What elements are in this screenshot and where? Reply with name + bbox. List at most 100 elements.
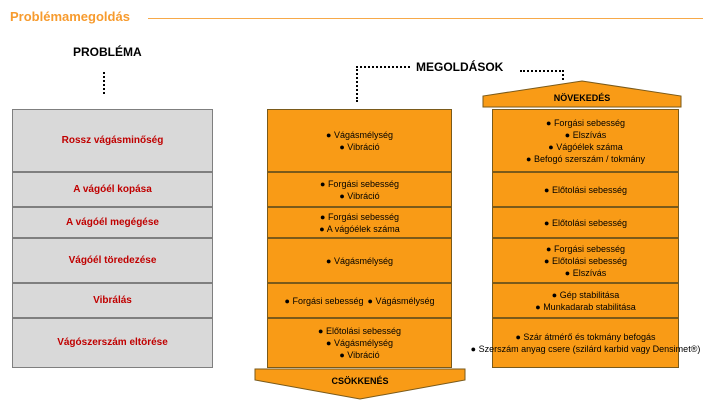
increase-cell: ● Gép stabilitása● Munkadarab stabilitás… bbox=[492, 283, 679, 318]
solution-line: ● Vágásmélység bbox=[324, 129, 395, 141]
decrease-arrow bbox=[254, 368, 466, 400]
bullet-icon: ● bbox=[326, 129, 334, 140]
solution-item: ● Előtolási sebesség bbox=[316, 325, 403, 337]
solution-line: ● Előtolási sebesség bbox=[542, 217, 629, 229]
solution-text: Szár átmérő és tokmány befogás bbox=[523, 332, 656, 342]
solution-text: Munkadarab stabilitása bbox=[543, 301, 636, 312]
solution-text: Befogó szerszám / tokmány bbox=[533, 153, 645, 164]
solution-text: Forgási sebesség bbox=[327, 178, 399, 189]
solution-item: ● Gép stabilitása bbox=[550, 289, 621, 301]
solution-item: ● Forgási sebesség bbox=[544, 243, 627, 255]
solution-item: ● Vágásmélység bbox=[366, 295, 437, 307]
increase-cell: ● Forgási sebesség● Előtolási sebesség● … bbox=[492, 238, 679, 283]
solution-text: Előtolási sebesség bbox=[551, 255, 627, 266]
bullet-icon: ● bbox=[515, 332, 524, 342]
solutions-connector-left-h bbox=[356, 66, 410, 68]
solution-text: Elszívás bbox=[572, 267, 607, 278]
page-title: Problémamegoldás bbox=[10, 9, 130, 24]
increase-cell: ● Előtolási sebesség bbox=[492, 172, 679, 207]
solution-text: A vágóélek száma bbox=[326, 223, 400, 234]
solution-line: ● Gép stabilitása bbox=[550, 289, 621, 301]
solution-item: ● Forgási sebesség bbox=[544, 117, 627, 129]
solution-line: ● Forgási sebesség bbox=[318, 211, 401, 223]
problem-row: Vibrálás bbox=[12, 283, 213, 318]
bullet-icon: ● bbox=[546, 243, 554, 254]
problem-label: Vágószerszám eltörése bbox=[57, 337, 168, 348]
title-divider bbox=[148, 18, 703, 19]
solution-item: ● Vágásmélység bbox=[324, 255, 395, 267]
solution-text: Gép stabilitása bbox=[559, 289, 620, 300]
bullet-icon: ● bbox=[326, 255, 334, 266]
solutions-connector-right-v bbox=[562, 70, 564, 80]
problem-connector bbox=[103, 72, 105, 94]
decrease-cell: ● Vágásmélység● Vibráció bbox=[267, 109, 452, 172]
solution-text: Elszívás bbox=[572, 129, 607, 140]
solution-item: ● Előtolási sebesség bbox=[542, 217, 629, 229]
solution-item: ● Vágásmélység bbox=[324, 337, 395, 349]
bullet-icon: ● bbox=[551, 289, 560, 300]
bullet-icon: ● bbox=[544, 184, 552, 195]
solution-line: ● Vibráció bbox=[337, 190, 381, 202]
solution-text: Előtolási sebesség bbox=[325, 326, 401, 336]
solution-text: Vágásmélység bbox=[333, 129, 393, 140]
solution-item: ● Szerszám anyag csere (szilárd karbid v… bbox=[469, 343, 703, 355]
problem-heading: PROBLÉMA bbox=[73, 45, 142, 59]
bullet-icon: ● bbox=[526, 153, 534, 164]
decrease-cell: ● Forgási sebesség● A vágóélek száma bbox=[267, 207, 452, 238]
solution-item: ● Munkadarab stabilitása bbox=[533, 301, 638, 313]
problem-label: A vágóél kopása bbox=[73, 183, 152, 195]
increase-cell: ● Szár átmérő és tokmány befogás● Szersz… bbox=[471, 318, 700, 368]
solution-text: Vibráció bbox=[347, 141, 380, 152]
solution-line: ● Vibráció bbox=[337, 349, 381, 361]
bullet-icon: ● bbox=[367, 295, 376, 306]
increase-cell: ● Forgási sebesség● Elszívás● Vágóélek s… bbox=[492, 109, 679, 172]
solutions-heading: MEGOLDÁSOK bbox=[416, 60, 504, 74]
solution-line: ● Előtolási sebesség bbox=[542, 255, 629, 267]
solution-line: ● Vágásmélység bbox=[324, 255, 395, 267]
problem-row: A vágóél megégése bbox=[12, 207, 213, 238]
solution-item: ● Szár átmérő és tokmány befogás bbox=[513, 331, 657, 343]
solution-text: Forgási sebesség bbox=[292, 295, 364, 306]
solution-line: ● Forgási sebesség● Vágásmélység bbox=[283, 295, 437, 307]
solution-line: ● Szerszám anyag csere (szilárd karbid v… bbox=[469, 343, 703, 355]
solution-item: ● A vágóélek száma bbox=[317, 223, 402, 235]
problem-row: Vágószerszám eltörése bbox=[12, 318, 213, 368]
solution-item: ● Vágásmélység bbox=[324, 129, 395, 141]
problem-label: Vágóél töredezése bbox=[68, 254, 157, 266]
solution-item: ● Vibráció bbox=[337, 349, 381, 361]
problem-label: Vibrálás bbox=[93, 294, 132, 306]
solution-text: Szerszám anyag csere (szilárd karbid vag… bbox=[478, 344, 701, 354]
bullet-icon: ● bbox=[544, 217, 552, 228]
solution-text: Előtolási sebesség bbox=[551, 184, 627, 195]
solution-text: Forgási sebesség bbox=[553, 243, 625, 254]
decrease-cell: ● Forgási sebesség● Vágásmélység bbox=[267, 283, 452, 318]
solution-line: ● Vágóélek száma bbox=[546, 141, 624, 153]
decrease-cell: ● Vágásmélység bbox=[267, 238, 452, 283]
bullet-icon: ● bbox=[318, 326, 326, 336]
solutions-connector-right-h bbox=[520, 70, 564, 72]
solutions-connector-left-v bbox=[356, 66, 358, 102]
solution-item: ● Befogó szerszám / tokmány bbox=[524, 153, 647, 165]
solution-line: ● Elszívás bbox=[563, 267, 608, 279]
problem-row: A vágóél kopása bbox=[12, 172, 213, 207]
bullet-icon: ● bbox=[339, 350, 348, 360]
solution-item: ● Vágóélek száma bbox=[546, 141, 624, 153]
solution-line: ● Vibráció bbox=[337, 141, 381, 153]
decrease-label: CSÖKKENÉS bbox=[331, 376, 389, 386]
solution-line: ● Forgási sebesség bbox=[318, 178, 401, 190]
solution-line: ● Forgási sebesség bbox=[544, 243, 627, 255]
solution-text: Vágásmélység bbox=[333, 338, 393, 348]
bullet-icon: ● bbox=[544, 255, 552, 266]
solution-item: ● Elszívás bbox=[563, 129, 608, 141]
solution-item: ● Vibráció bbox=[337, 141, 381, 153]
solution-item: ● Elszívás bbox=[563, 267, 608, 279]
solution-line: ● Szár átmérő és tokmány befogás bbox=[513, 331, 657, 343]
increase-label: NÖVEKEDÉS bbox=[553, 93, 611, 103]
solution-line: ● A vágóélek száma bbox=[317, 223, 402, 235]
solution-item: ● Vibráció bbox=[337, 190, 381, 202]
solution-text: Vágóélek száma bbox=[556, 141, 623, 152]
solution-item: ● Forgási sebesség bbox=[283, 295, 366, 307]
solution-text: Vibráció bbox=[347, 350, 380, 360]
solution-item: ● Forgási sebesség bbox=[318, 178, 401, 190]
problem-label: Rossz vágásminőség bbox=[61, 134, 164, 146]
